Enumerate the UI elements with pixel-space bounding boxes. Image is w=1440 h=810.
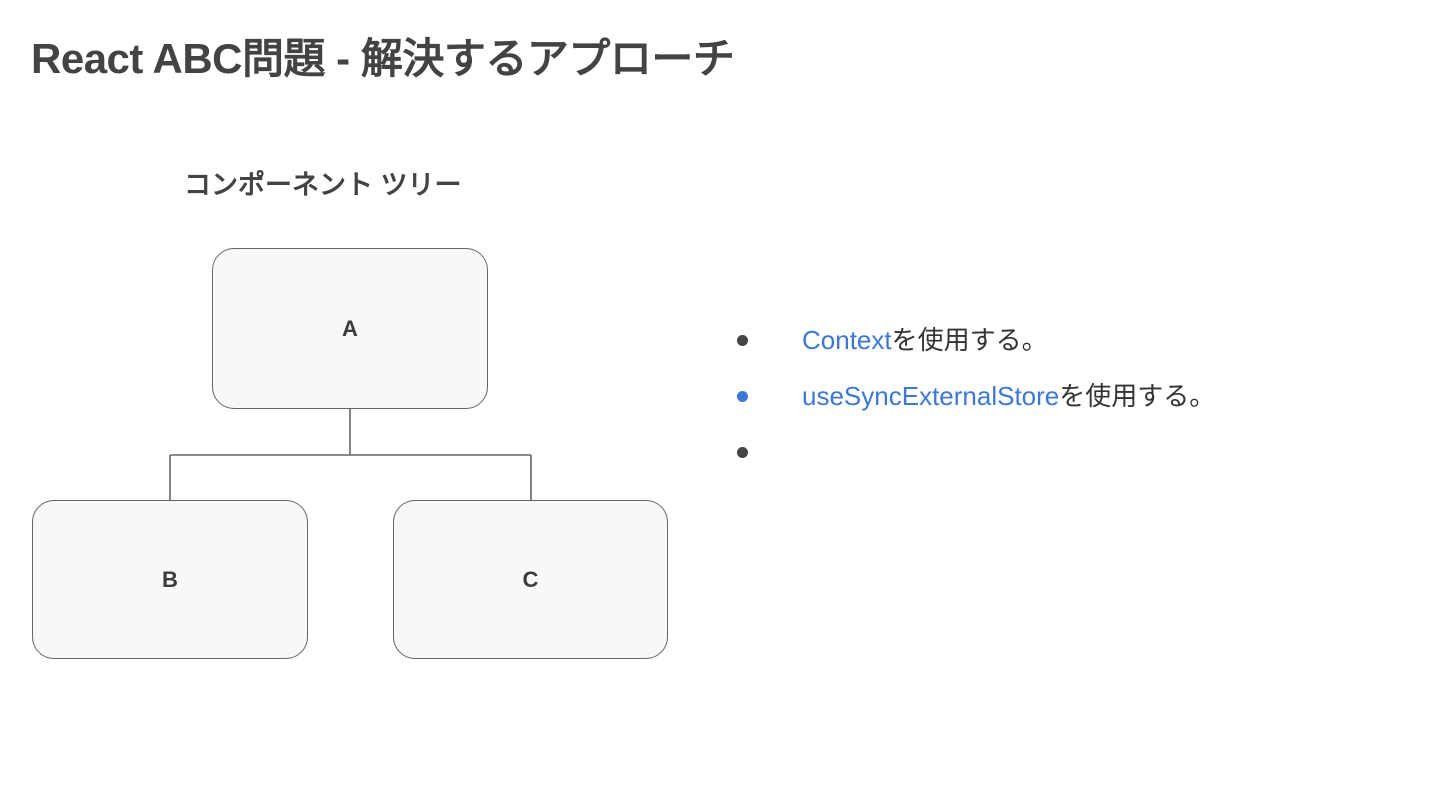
bullet-marker-icon xyxy=(737,335,748,346)
bullet-marker-icon xyxy=(737,447,748,458)
tree-node-c-label: C xyxy=(522,566,539,592)
approach-suffix: を使用する。 xyxy=(891,325,1048,355)
diagram-heading: コンポーネント ツリー xyxy=(184,170,462,200)
bullet-marker-icon xyxy=(737,391,748,402)
list-item: useSyncExternalStoreを使用する。 xyxy=(737,379,1377,413)
tree-node-b[interactable]: B xyxy=(32,500,308,659)
page-title: React ABC問題 - 解決するアプローチ xyxy=(31,35,735,82)
list-item: Contextを使用する。 xyxy=(737,323,1377,357)
approach-text: Contextを使用する。 xyxy=(802,323,1048,357)
tree-node-b-label: B xyxy=(162,566,178,592)
tree-node-a[interactable]: A xyxy=(212,248,488,409)
approach-api-name[interactable]: Context xyxy=(802,325,892,355)
tree-node-c[interactable]: C xyxy=(393,500,668,659)
list-item xyxy=(737,435,1377,469)
approach-suffix: を使用する。 xyxy=(1059,381,1216,411)
tree-node-a-label: A xyxy=(342,315,358,341)
approach-api-name[interactable]: useSyncExternalStore xyxy=(802,381,1060,411)
component-tree-diagram: コンポーネント ツリー A B C xyxy=(0,0,720,700)
approach-list: Contextを使用する。 useSyncExternalStoreを使用する。 xyxy=(737,323,1377,491)
approach-text: useSyncExternalStoreを使用する。 xyxy=(802,379,1215,413)
